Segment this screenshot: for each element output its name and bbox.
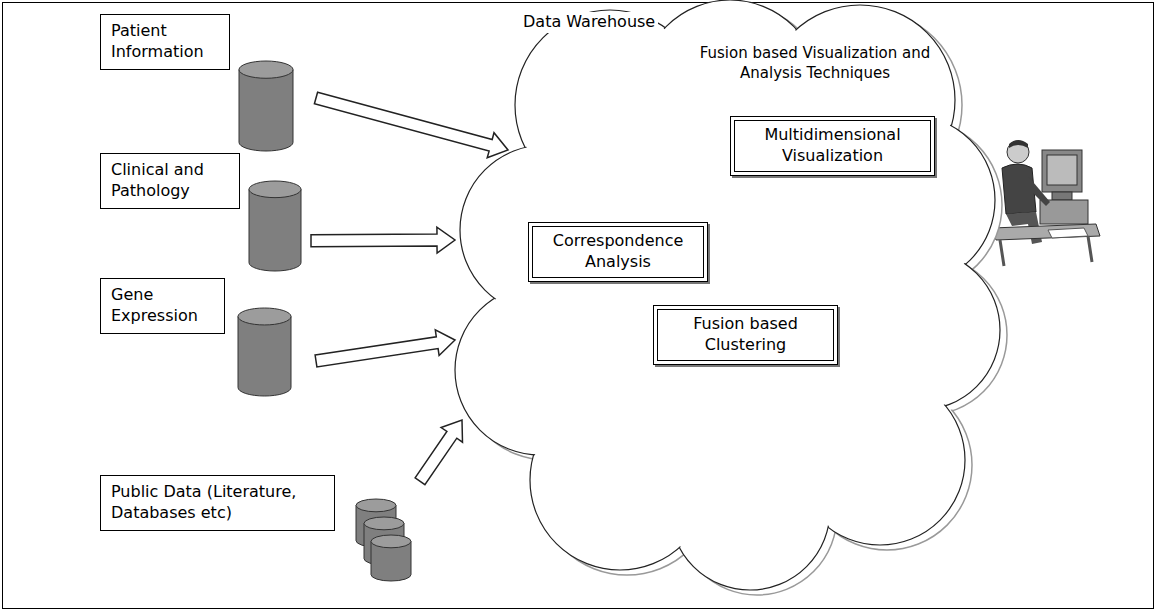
database-cylinder (237, 307, 292, 397)
cylinder-top (249, 181, 301, 198)
cloud-outline (450, 0, 1010, 600)
cylinder-body (239, 70, 293, 151)
data-source: Patient Information (100, 14, 310, 154)
cloud-heading: Fusion based Visualization and Analysis … (675, 44, 955, 83)
data-source: Gene Expression (100, 278, 310, 400)
technique-label: Correspondence Analysis (539, 231, 697, 273)
database-cylinder (248, 180, 302, 272)
user-at-computer-icon (992, 132, 1102, 267)
cylinder-top (238, 308, 291, 325)
paper-sheet (1048, 228, 1088, 238)
technique-label: Fusion based Clustering (664, 314, 827, 356)
source-label: Gene Expression (111, 285, 214, 327)
monitor-stand (1052, 192, 1072, 200)
technique-label: Multidimensional Visualization (741, 125, 924, 167)
database-cylinder (238, 60, 294, 152)
desk-legs (1000, 236, 1092, 266)
technique-box: Correspondence Analysis (528, 222, 708, 282)
person-arm (1024, 176, 1050, 206)
person-hair (1009, 140, 1028, 148)
cylinder-body (249, 189, 301, 271)
cylinder-top (364, 517, 404, 530)
source-label-box: Clinical and Pathology (100, 153, 240, 209)
monitor (1042, 150, 1082, 192)
block-arrow (311, 227, 455, 253)
database-cylinder (370, 534, 412, 582)
source-label: Clinical and Pathology (111, 160, 229, 202)
monitor-screen (1047, 155, 1077, 185)
person-head (1007, 141, 1029, 163)
data-source: Public Data (Literature, Databases etc) (100, 470, 414, 582)
cylinder-body (238, 316, 291, 396)
block-arrow (314, 92, 508, 158)
source-label: Patient Information (111, 21, 219, 63)
source-label-box: Patient Information (100, 14, 230, 70)
data-source: Clinical and Pathology (100, 153, 305, 275)
warehouse-title: Data Warehouse (520, 12, 658, 33)
cloud-region: Data WarehouseFusion based Visualization… (450, 0, 1010, 600)
block-arrow (415, 420, 462, 485)
source-label-box: Public Data (Literature, Databases etc) (100, 475, 335, 531)
technique-box: Fusion based Clustering (653, 305, 838, 365)
desk (992, 224, 1100, 240)
cylinder-top (239, 61, 293, 78)
block-arrow (315, 330, 455, 367)
source-label: Public Data (Literature, Databases etc) (111, 482, 324, 524)
technique-box: Multidimensional Visualization (730, 116, 935, 176)
source-label-box: Gene Expression (100, 278, 225, 334)
cylinder-top (356, 499, 396, 512)
cylinder-top (371, 535, 411, 548)
